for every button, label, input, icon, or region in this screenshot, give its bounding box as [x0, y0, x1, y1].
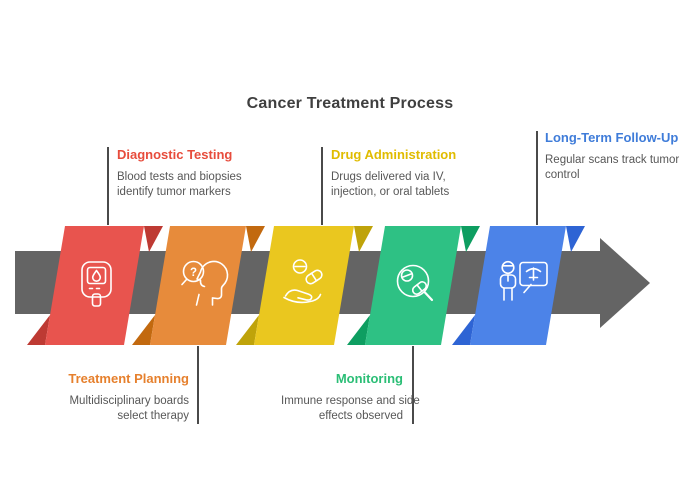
stage-description: Regular scans track tumor control — [545, 153, 679, 182]
hand-pills-icon — [283, 259, 323, 304]
head-question-icon: ? — [181, 260, 229, 306]
svg-text:?: ? — [190, 267, 197, 279]
stage-description: Blood tests and biopsies identify tumor … — [117, 170, 247, 199]
stage-description: Drugs delivered via IV, injection, or or… — [331, 170, 463, 199]
description-line: effects observed — [318, 409, 403, 422]
stage-label-drug-administration: Drug Administration Drugs delivered via … — [331, 147, 463, 199]
stage-heading: Monitoring — [335, 371, 403, 386]
description-line: Blood tests and biopsies — [117, 171, 242, 183]
ribbon-body — [470, 226, 566, 345]
doctor-board-icon — [499, 260, 548, 301]
stage-ribbon-long-term-follow-up — [452, 226, 585, 345]
description-line: select therapy — [117, 409, 189, 422]
description-line: Multidisciplinary boards — [69, 395, 189, 407]
connector-line-diagnostic — [107, 147, 109, 225]
arrow-head — [600, 238, 650, 328]
description-line: Regular scans track tumor — [545, 154, 680, 166]
stage-heading: Treatment Planning — [68, 371, 189, 386]
ribbon-fold-top — [461, 226, 480, 252]
stage-label-treatment-planning: Treatment Planning Multidisciplinary boa… — [67, 371, 189, 423]
stage-heading: Long-Term Follow-Up — [545, 130, 679, 145]
ribbon-fold-bottom — [132, 315, 155, 345]
connector-line-monitoring — [412, 346, 414, 424]
ribbon-body — [254, 226, 354, 345]
connector-line-treatment-planning — [197, 346, 199, 424]
ribbon-fold-bottom — [347, 315, 370, 345]
stage-heading: Drug Administration — [331, 147, 457, 162]
page-title: Cancer Treatment Process — [246, 95, 454, 112]
glucose-meter-icon — [81, 261, 112, 307]
ribbon-fold-bottom — [236, 315, 259, 345]
stage-ribbon-drug-administration — [236, 226, 373, 345]
stage-ribbon-monitoring — [347, 226, 480, 345]
connector-line-drug-administration — [321, 147, 323, 225]
stage-label-diagnostic-testing: Diagnostic Testing Blood tests and biops… — [117, 147, 247, 199]
ribbon-body — [150, 226, 246, 345]
description-line: injection, or oral tablets — [331, 185, 450, 198]
stage-ribbon-treatment-planning: ? — [132, 226, 265, 345]
ribbon-body — [45, 226, 144, 345]
ribbon-fold-top — [144, 226, 163, 252]
stage-description: Immune response and side effects observe… — [281, 394, 420, 423]
ribbon-fold-top — [566, 226, 585, 252]
description-line: Drugs delivered via IV, — [331, 171, 446, 183]
description-line: identify tumor markers — [117, 185, 231, 198]
ribbon-fold-bottom — [27, 315, 50, 345]
stage-label-long-term-follow-up: Long-Term Follow-Up Regular scans track … — [545, 130, 679, 182]
description-line: Immune response and side — [281, 395, 420, 407]
stage-label-monitoring: Monitoring Immune response and side effe… — [281, 371, 420, 423]
ribbon-body — [365, 226, 461, 345]
description-line: control — [545, 168, 580, 181]
ribbon-fold-top — [354, 226, 373, 252]
stage-description: Multidisciplinary boards select therapy — [67, 394, 189, 423]
magnifier-pills-icon — [396, 264, 434, 302]
stage-ribbon-diagnostic-testing — [27, 226, 163, 345]
ribbon-fold-top — [246, 226, 265, 252]
stage-heading: Diagnostic Testing — [117, 147, 233, 162]
connector-line-long-term — [536, 131, 538, 225]
ribbon-fold-bottom — [452, 315, 475, 345]
